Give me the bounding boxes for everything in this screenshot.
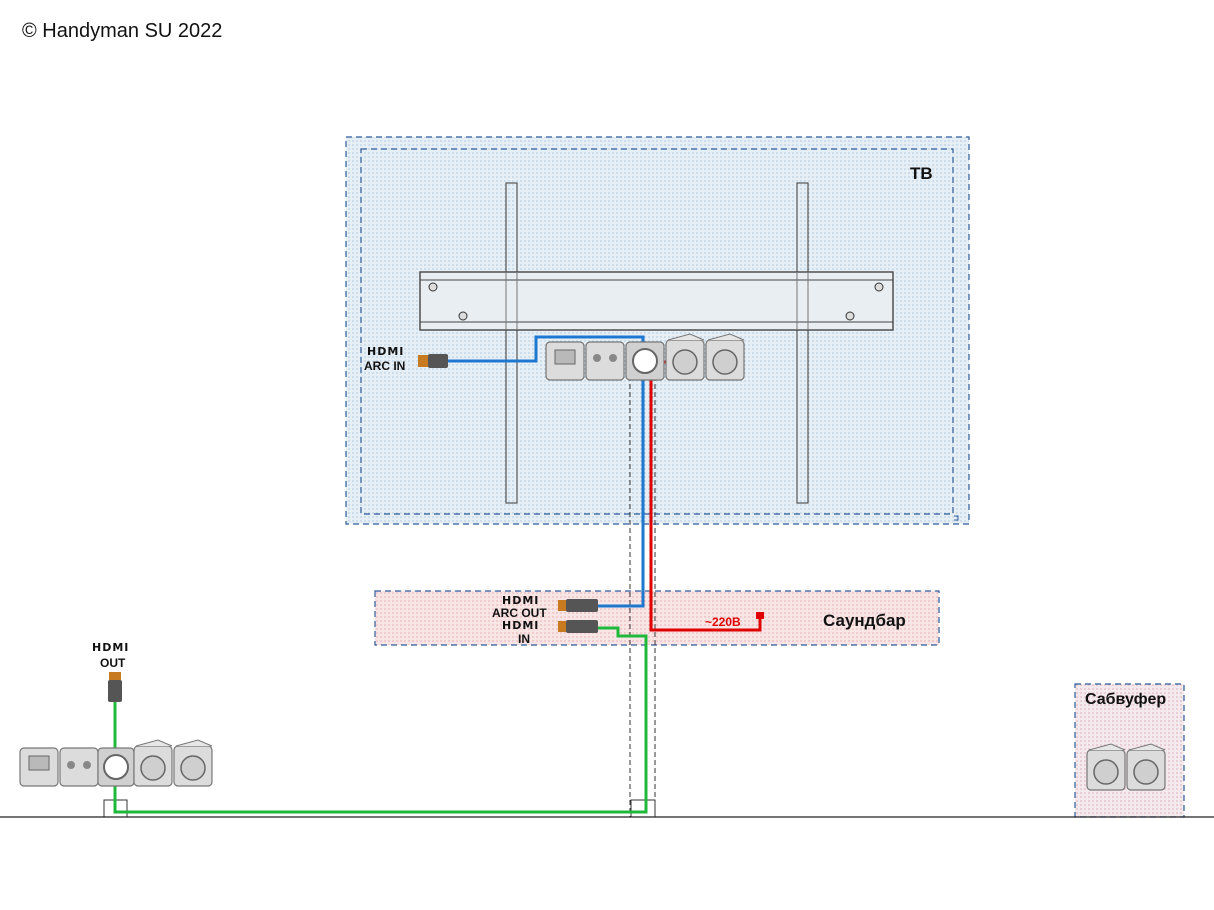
ethernet-socket-icon bbox=[19, 747, 59, 787]
wall-mount-bracket bbox=[419, 182, 894, 504]
soundbar-in-label: IN bbox=[518, 632, 530, 646]
power-socket-icon bbox=[173, 739, 213, 787]
hdmi-logo-icon: HDMI bbox=[502, 619, 540, 632]
voltage-label: ~220В bbox=[705, 615, 741, 629]
source-hdmi-out-label: OUT bbox=[100, 656, 126, 670]
subwoofer-socket-block bbox=[1086, 743, 1166, 791]
tv-socket-block bbox=[545, 333, 745, 381]
bolt-icon bbox=[458, 311, 468, 321]
bolt-icon bbox=[428, 282, 438, 292]
power-socket-icon bbox=[705, 333, 745, 381]
hdmi-plug-icon bbox=[108, 672, 122, 702]
hdmi-plug-icon bbox=[558, 620, 598, 633]
hdmi-plug-icon bbox=[558, 599, 598, 612]
soundbar-border bbox=[374, 590, 940, 646]
power-socket-icon bbox=[133, 739, 173, 787]
power-plug-icon bbox=[756, 612, 764, 619]
soundbar-label: Саундбар bbox=[823, 611, 906, 630]
tv-hdmi-port-label: ARC IN bbox=[364, 359, 406, 373]
mount-rail-right bbox=[796, 182, 809, 504]
soundbar-arc-out-label: ARC OUT bbox=[492, 606, 547, 620]
copyright-text: © Handyman SU 2022 bbox=[22, 20, 223, 42]
hdmi-in-cable bbox=[113, 626, 648, 814]
source-socket-block bbox=[19, 739, 213, 787]
cable-conduit bbox=[629, 360, 656, 817]
cable-outlet-icon bbox=[625, 341, 665, 381]
tv-inner-border bbox=[360, 148, 954, 515]
tv-antenna-socket-icon bbox=[585, 341, 625, 381]
power-socket-icon bbox=[1126, 743, 1166, 791]
cable-outlet-icon bbox=[97, 747, 135, 787]
hdmi-plug-icon bbox=[418, 354, 448, 368]
bolt-icon bbox=[874, 282, 884, 292]
hdmi-arc-cable bbox=[448, 335, 645, 608]
hdmi-logo-icon: HDMI bbox=[502, 594, 540, 607]
ethernet-socket-icon bbox=[545, 341, 585, 381]
mount-rail-left bbox=[505, 182, 518, 504]
subwoofer-label: Сабвуфер bbox=[1085, 691, 1167, 708]
mount-crossbar bbox=[419, 271, 894, 331]
hdmi-logo-icon: HDMI bbox=[92, 641, 130, 654]
soundbar-zone bbox=[374, 590, 940, 646]
floor-channel bbox=[103, 799, 656, 817]
power-socket-icon bbox=[665, 333, 705, 381]
power-socket-icon bbox=[1086, 743, 1126, 791]
hdmi-logo-icon: HDMI bbox=[367, 345, 405, 358]
tv-antenna-socket-icon bbox=[59, 747, 99, 787]
bolt-icon bbox=[845, 311, 855, 321]
tv-label: ТВ bbox=[910, 164, 933, 183]
